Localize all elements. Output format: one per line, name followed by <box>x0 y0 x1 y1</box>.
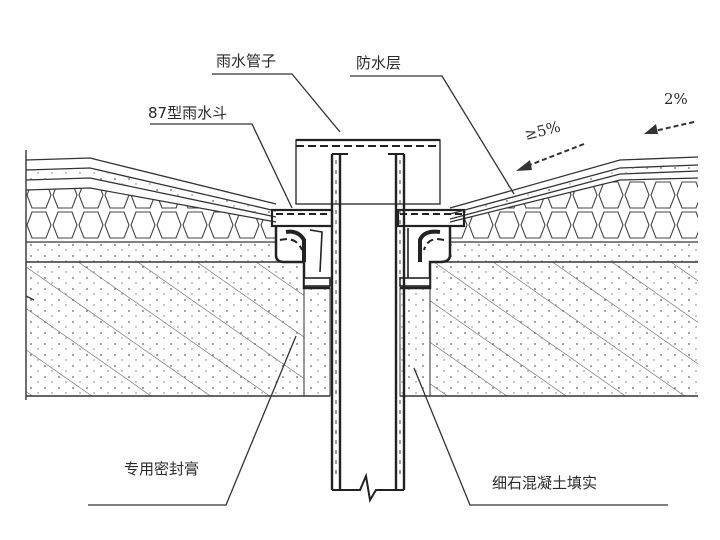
insulation-layer <box>25 177 699 242</box>
label-fine-concrete: 细石混凝土填实 <box>492 474 597 492</box>
screed-layer <box>26 241 698 262</box>
drain-body-right <box>396 208 466 290</box>
label-slope-2: 2% <box>664 90 688 108</box>
fine-concrete-fill <box>303 287 431 397</box>
membrane-dashes <box>276 213 462 251</box>
label-slope-5: ≥5% <box>523 118 563 144</box>
roofing-dots <box>26 165 698 219</box>
label-drain-87: 87型雨水斗 <box>148 104 227 122</box>
slope-arrow-2 <box>644 121 695 134</box>
break-mark <box>25 295 35 301</box>
structural-slab-left <box>26 261 330 397</box>
label-rain-pipe: 雨水管子 <box>216 52 276 70</box>
structural-slab-right <box>400 261 698 397</box>
label-waterproof-layer: 防水层 <box>356 54 401 72</box>
slope-arrow-5 <box>516 143 585 171</box>
label-sealant: 专用密封膏 <box>124 460 199 478</box>
leader-lines <box>88 73 668 506</box>
rain-pipe <box>295 138 441 503</box>
